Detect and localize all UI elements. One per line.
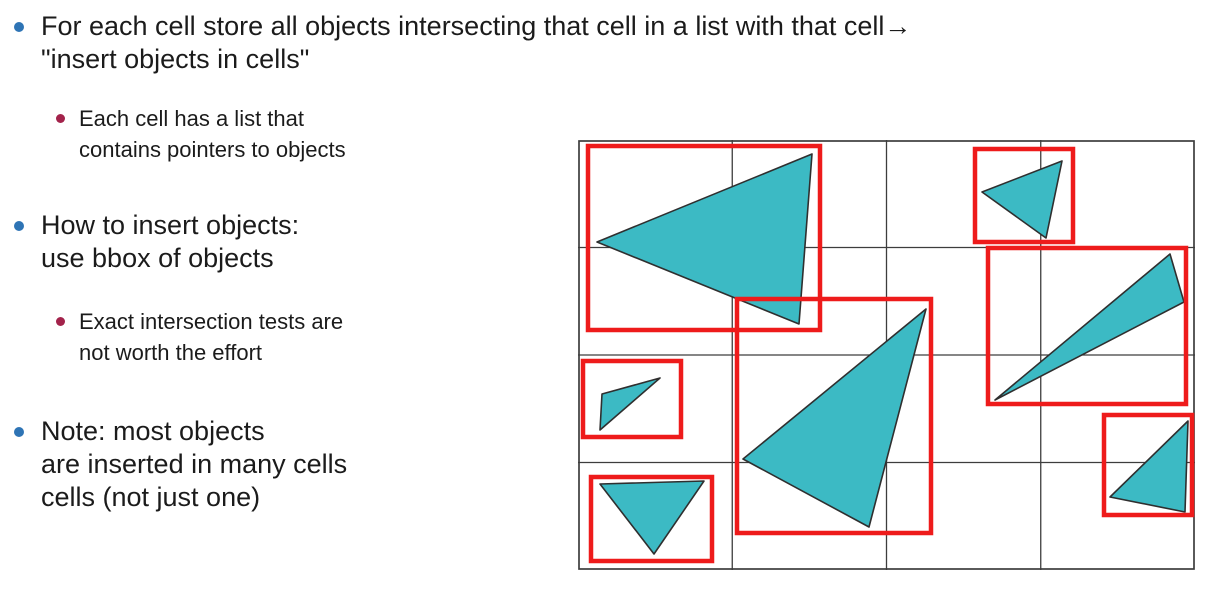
bullet-item-store-objects: For each cell store all objects intersec… <box>14 10 1224 76</box>
sub-bullet-icon <box>56 317 65 326</box>
triangle-object <box>1109 420 1189 513</box>
sub-bullet-icon <box>56 114 65 123</box>
bullet-icon <box>14 427 24 437</box>
bounding-box <box>580 358 684 440</box>
bullet-item-insert-objects: How to insert objects: use bbox of objec… <box>14 209 299 275</box>
bullet-item-note-many-cells: Note: most objects are inserted in many … <box>14 415 347 514</box>
bounding-box <box>985 245 1189 407</box>
bounding-box <box>588 474 715 564</box>
bounding-box <box>1101 412 1195 518</box>
bullet-item-cell-list: Each cell has a list that contains point… <box>56 103 346 165</box>
triangle-object <box>596 153 813 325</box>
bullet-icon <box>14 221 24 231</box>
bounding-box <box>734 296 934 536</box>
grid-diagram <box>578 140 1195 570</box>
triangle-object <box>599 480 705 555</box>
bullet-text: How to insert objects: use bbox of objec… <box>41 210 300 273</box>
bullet-item-exact-tests: Exact intersection tests are not worth t… <box>56 306 343 368</box>
bounding-box <box>585 143 823 333</box>
grid-border <box>578 140 1195 570</box>
bullet-text: Note: most objects are inserted in many … <box>41 416 348 512</box>
triangle-object <box>742 308 927 528</box>
bullet-text: For each cell store all objects intersec… <box>41 11 912 74</box>
triangle-object <box>981 160 1063 239</box>
bullet-icon <box>14 22 24 32</box>
bullet-text: Each cell has a list that contains point… <box>79 106 346 162</box>
triangle-object <box>994 253 1185 401</box>
bullet-text: Exact intersection tests are not worth t… <box>79 309 344 365</box>
triangle-object <box>599 377 661 431</box>
bounding-box <box>972 146 1076 245</box>
